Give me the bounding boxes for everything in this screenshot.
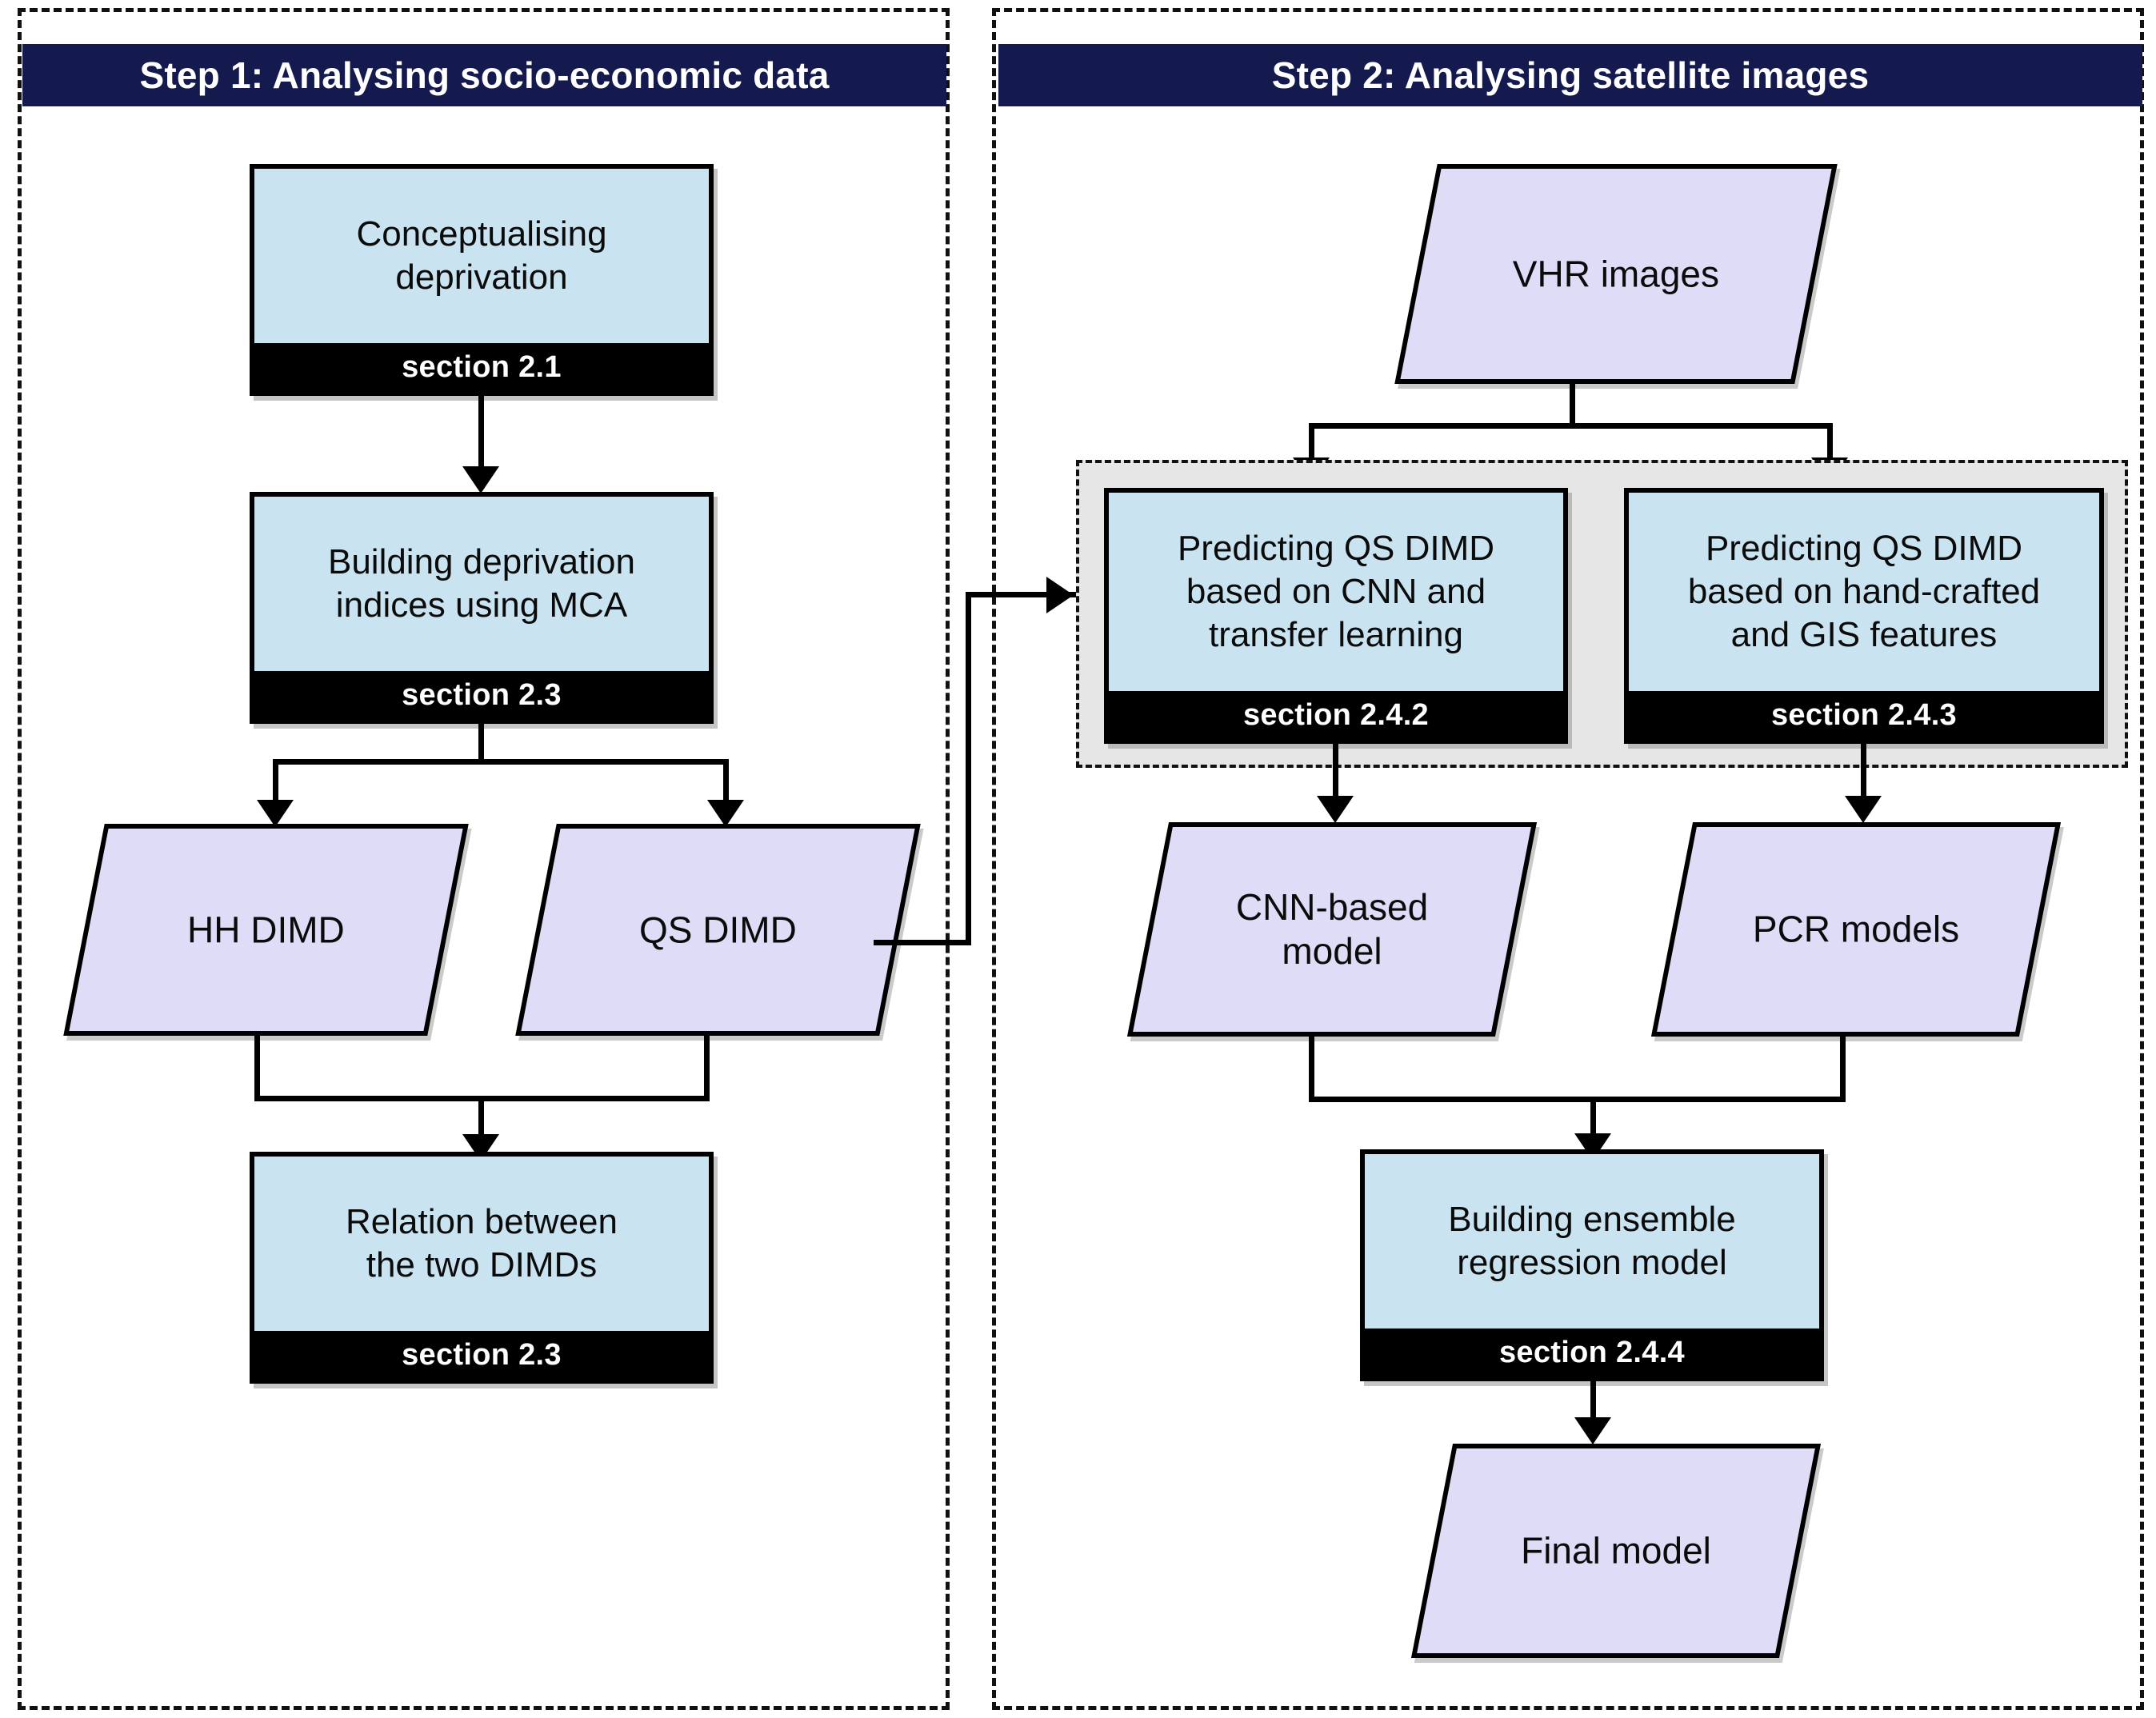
node-conceptualising-deprivation: Conceptualising deprivation section 2.1 xyxy=(250,164,714,396)
arrowhead-hh-dimd-in xyxy=(257,800,294,827)
arrowhead-predict-cnn-in xyxy=(1046,577,1074,613)
node-building-indices: Building deprivation indices using MCA s… xyxy=(250,492,714,724)
connector-hh-dimd-out xyxy=(254,1036,260,1101)
connector-dimd-merge-stem xyxy=(478,1096,484,1144)
connector-models-merge-bus xyxy=(1309,1097,1846,1102)
node-conceptualising-deprivation-label: Conceptualising deprivation xyxy=(356,214,607,297)
node-relation-between-dimds-label: Relation between the two DIMDs xyxy=(345,1202,618,1285)
connector-predicting-handcrafted-out xyxy=(1861,744,1866,801)
connector-qs-dimd-to-step2-v xyxy=(966,592,971,945)
node-relation-between-dimds: Relation between the two DIMDs section 2… xyxy=(250,1152,714,1384)
node-vhr-images: VHR images xyxy=(1394,164,1838,384)
node-building-ensemble: Building ensemble regression model secti… xyxy=(1360,1149,1824,1381)
node-pcr-models: PCR models xyxy=(1650,822,2062,1037)
panel-step-1 xyxy=(18,8,950,1710)
connector-indices-right-drop xyxy=(723,759,729,805)
connector-vhr-right-drop xyxy=(1827,423,1833,465)
node-qs-dimd-label: QS DIMD xyxy=(639,908,797,950)
node-qs-dimd: QS DIMD xyxy=(515,824,921,1036)
node-building-indices-section: section 2.3 xyxy=(254,671,709,719)
node-building-ensemble-section: section 2.4.4 xyxy=(1365,1328,1819,1376)
node-cnn-based-model-label: CNN-based model xyxy=(1235,885,1429,972)
panel-step-2 xyxy=(992,8,2144,1710)
node-hh-dimd-label: HH DIMD xyxy=(187,908,345,950)
panel-step-2-title: Step 2: Analysing satellite images xyxy=(998,44,2142,106)
connector-qs-dimd-to-step2-h2 xyxy=(966,592,1078,597)
node-cnn-based-model: CNN-based model xyxy=(1126,822,1538,1037)
connector-vhr-left-drop xyxy=(1309,423,1314,465)
connector-cnn-model-out xyxy=(1309,1037,1314,1102)
node-predicting-cnn-label: Predicting QS DIMD based on CNN and tran… xyxy=(1177,529,1495,654)
node-vhr-images-label: VHR images xyxy=(1512,252,1720,294)
node-building-indices-label: Building deprivation indices using MCA xyxy=(327,542,636,625)
panel-step-1-title: Step 1: Analysing socio-economic data xyxy=(22,44,946,106)
arrowhead-cnn-model-in xyxy=(1317,796,1354,823)
node-hh-dimd: HH DIMD xyxy=(63,824,469,1036)
arrowhead-qs-dimd-in xyxy=(707,800,744,827)
node-building-ensemble-label: Building ensemble regression model xyxy=(1448,1200,1736,1282)
connector-indices-left-drop xyxy=(273,759,278,805)
node-predicting-handcrafted-label: Predicting QS DIMD based on hand-crafted… xyxy=(1687,529,2041,654)
connector-qs-dimd-out xyxy=(704,1036,710,1101)
connector-models-merge-stem xyxy=(1590,1097,1596,1143)
connector-indices-stem xyxy=(478,724,484,764)
arrowhead-pcr-models-in xyxy=(1845,796,1882,823)
arrowhead-final-model-in xyxy=(1574,1417,1611,1444)
node-predicting-cnn: Predicting QS DIMD based on CNN and tran… xyxy=(1104,488,1568,744)
connector-ensemble-out xyxy=(1590,1381,1596,1429)
connector-vhr-stem xyxy=(1570,384,1575,428)
connector-indices-bus xyxy=(273,759,729,765)
connector-pcr-models-out xyxy=(1840,1037,1846,1102)
node-pcr-models-label: PCR models xyxy=(1752,908,1960,950)
arrowhead-indices-in xyxy=(462,466,499,493)
connector-vhr-bus xyxy=(1309,423,1833,429)
node-conceptualising-deprivation-section: section 2.1 xyxy=(254,343,709,391)
node-predicting-handcrafted: Predicting QS DIMD based on hand-crafted… xyxy=(1624,488,2104,744)
node-predicting-handcrafted-section: section 2.4.3 xyxy=(1629,691,2099,739)
node-final-model: Final model xyxy=(1410,1444,1822,1658)
node-final-model-label: Final model xyxy=(1521,1529,1711,1572)
connector-predicting-cnn-out xyxy=(1333,744,1338,801)
node-relation-between-dimds-section: section 2.3 xyxy=(254,1331,709,1379)
connector-conceptualising-to-indices xyxy=(478,396,484,480)
connector-qs-dimd-to-step2-h1 xyxy=(874,940,971,945)
node-predicting-cnn-section: section 2.4.2 xyxy=(1109,691,1563,739)
